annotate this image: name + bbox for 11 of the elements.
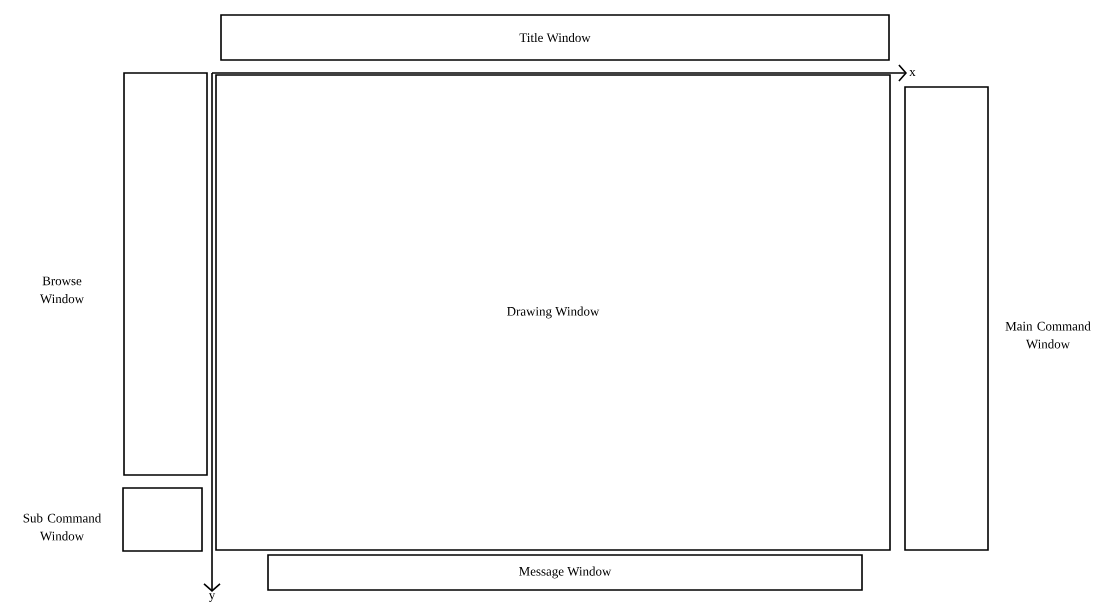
window-box: Browse Window — [40, 72, 208, 476]
window-box: Title Window — [220, 14, 890, 61]
window-box: Sub Command Window — [23, 487, 203, 552]
axis-label: x — [909, 70, 916, 76]
node-label: Sub Command Window — [23, 513, 102, 541]
window-box: Message Window — [267, 554, 863, 591]
node-label: Browse Window — [39, 276, 84, 304]
axis-label: y — [208, 593, 216, 602]
window-box: Drawing Window — [215, 74, 891, 551]
window-box: Main Command Window — [904, 86, 1091, 551]
node-label: Main Command Window — [1005, 321, 1091, 349]
